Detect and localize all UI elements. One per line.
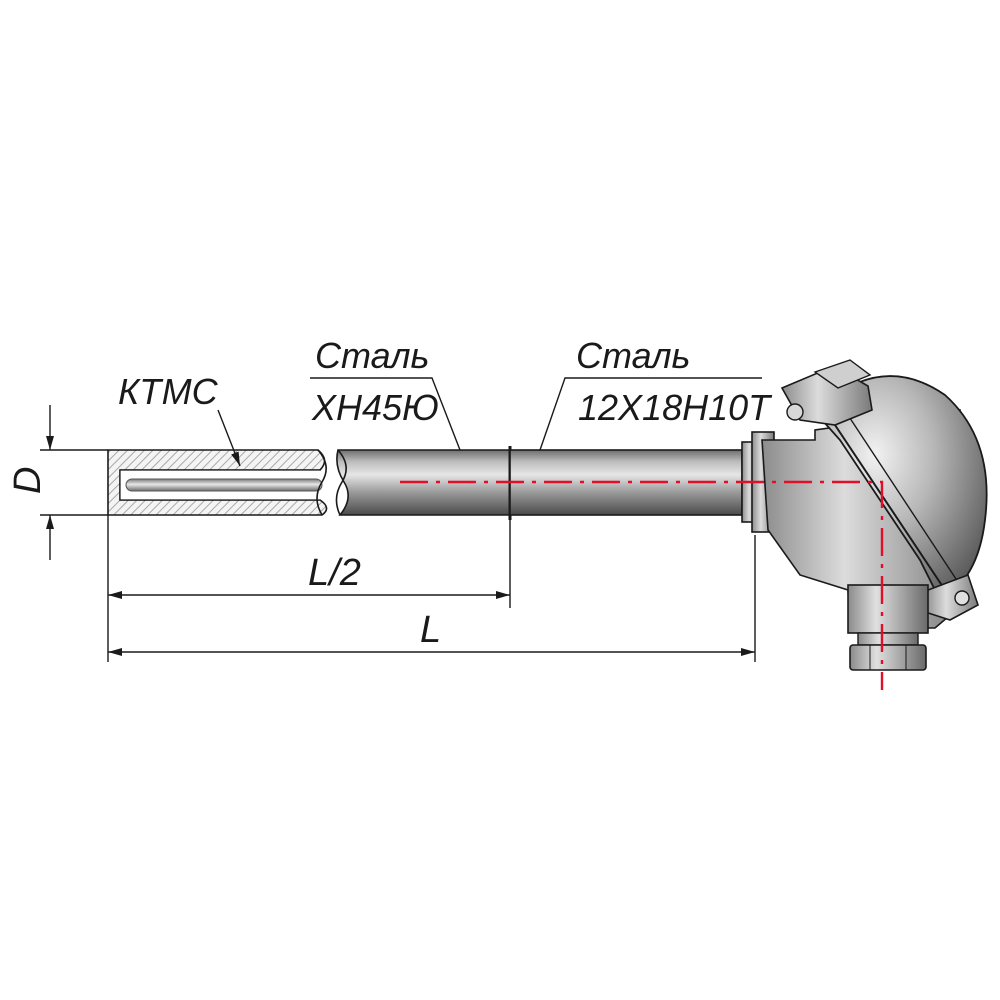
sheath-cutaway bbox=[107, 449, 328, 516]
length-label: L bbox=[420, 609, 441, 651]
connection-head bbox=[761, 359, 988, 671]
cold-section-title: Сталь bbox=[576, 335, 690, 376]
hot-section-title: Сталь bbox=[315, 335, 429, 376]
center-axis bbox=[400, 480, 884, 690]
ktms-label: КТМС bbox=[118, 371, 219, 412]
dimension-lines bbox=[40, 405, 756, 662]
hot-section-grade: ХН45Ю bbox=[311, 387, 439, 428]
diameter-label: D bbox=[7, 467, 49, 494]
half-length-label: L/2 bbox=[308, 552, 361, 594]
ktms-cable bbox=[125, 478, 323, 492]
cold-section-grade: 12Х18Н10Т bbox=[578, 387, 773, 428]
leader-lines bbox=[217, 377, 762, 467]
